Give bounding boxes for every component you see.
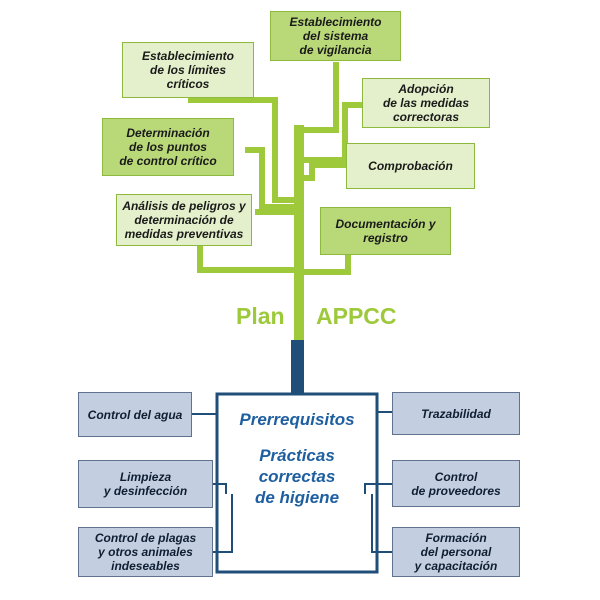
plan-label: Plan	[236, 303, 285, 329]
branch-monitoring	[299, 62, 339, 133]
box-pest-control: Control de plagas y otros animales indes…	[78, 527, 213, 577]
prerequisites-title: Prerrequisitos	[239, 410, 355, 429]
box-verification: Comprobación	[346, 143, 475, 189]
box-critical-control-points: Determinación de los puntos de control c…	[102, 118, 234, 176]
blue-branches	[192, 340, 392, 574]
branch-critical-limits	[188, 97, 296, 203]
box-traceability: Trazabilidad	[392, 392, 520, 435]
box-staff-training: Formación del personal y capacitación	[392, 527, 520, 577]
branch-pests	[213, 494, 233, 553]
branch-cleaning	[213, 483, 227, 494]
appcc-label: APPCC	[316, 303, 397, 329]
branch-corrective	[299, 102, 362, 163]
branch-documentation	[302, 255, 351, 275]
branch-suppliers	[364, 483, 392, 494]
green-branches	[188, 62, 362, 345]
box-cleaning: Limpieza y desinfección	[78, 460, 213, 508]
prerequisites-subtitle: Prácticas correctas de higiene	[254, 446, 340, 507]
box-supplier-control: Control de proveedores	[392, 460, 520, 507]
branch-hazard	[197, 244, 296, 273]
trunk-blue	[291, 340, 304, 395]
box-water-control: Control del agua	[78, 392, 192, 437]
box-corrective-measures: Adopción de las medidas correctoras	[362, 78, 490, 128]
branch-training	[371, 494, 392, 553]
branch-verification	[302, 162, 346, 181]
branch-ccp	[245, 147, 296, 210]
box-critical-limits: Establecimiento de los límites críticos	[122, 42, 254, 98]
box-documentation: Documentación y registro	[320, 207, 451, 255]
box-monitoring-system: Establecimiento del sistema de vigilanci…	[270, 11, 401, 61]
box-hazard-analysis: Análisis de peligros y determinación de …	[116, 194, 252, 246]
